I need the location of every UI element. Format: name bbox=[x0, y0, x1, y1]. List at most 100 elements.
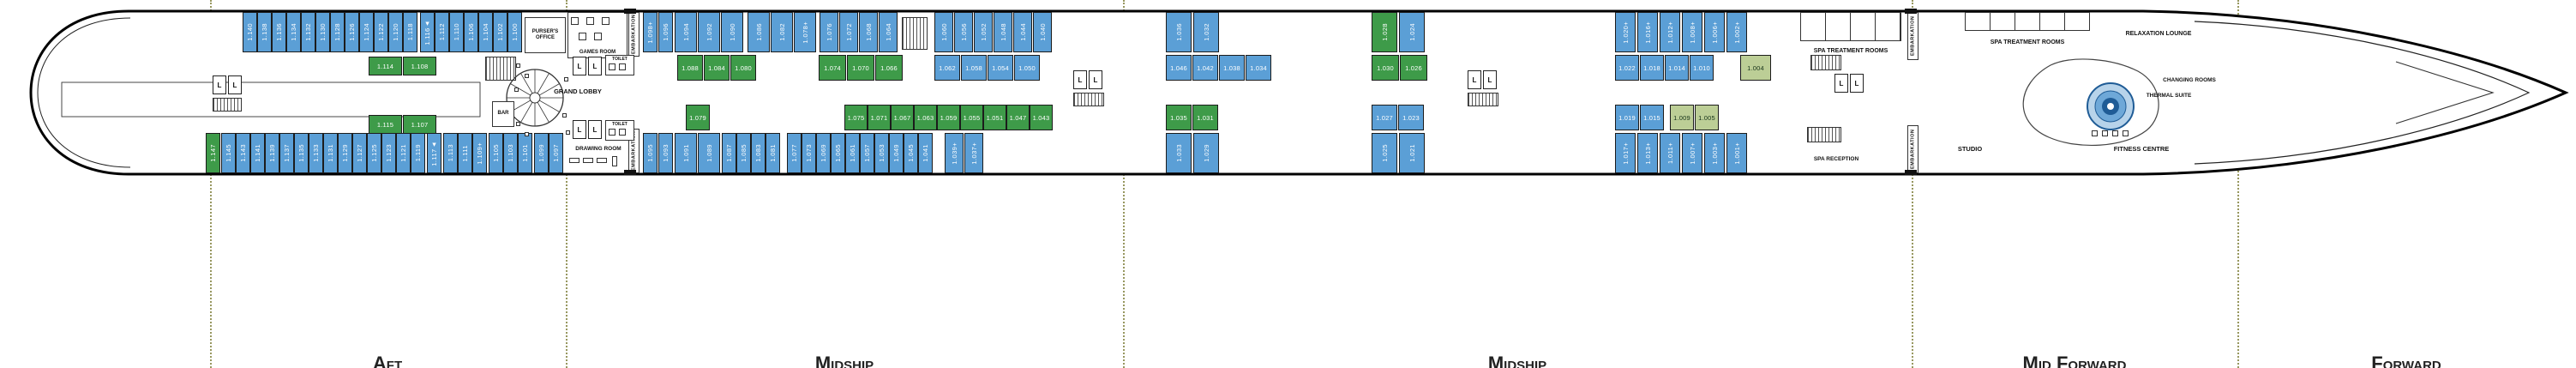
cabin-1.005[interactable]: 1.005 bbox=[1695, 105, 1719, 130]
cabin-1.024[interactable]: 1.024 bbox=[1399, 12, 1425, 52]
cabin-1.086[interactable]: 1.086 bbox=[748, 12, 770, 52]
cabin-1.101[interactable]: 1.101 bbox=[518, 133, 532, 173]
cabin-1.096[interactable]: 1.096 bbox=[658, 12, 673, 52]
cabin-1.013[interactable]: 1.013+ bbox=[1637, 133, 1658, 173]
cabin-1.111[interactable]: 1.111 bbox=[458, 133, 472, 173]
cabin-1.080[interactable]: 1.080 bbox=[730, 55, 756, 81]
cabin-1.110[interactable]: 1.110 bbox=[449, 12, 464, 52]
cabin-1.070[interactable]: 1.070 bbox=[847, 55, 874, 81]
cabin-1.038[interactable]: 1.038 bbox=[1219, 55, 1245, 81]
cabin-1.045[interactable]: 1.045 bbox=[904, 133, 918, 173]
cabin-1.093[interactable]: 1.093 bbox=[658, 133, 673, 173]
cabin-1.084[interactable]: 1.084 bbox=[704, 55, 730, 81]
cabin-1.011[interactable]: 1.011+ bbox=[1660, 133, 1680, 173]
cabin-1.123[interactable]: 1.123 bbox=[381, 133, 396, 173]
cabin-1.095[interactable]: 1.095 bbox=[643, 133, 658, 173]
cabin-1.034[interactable]: 1.034 bbox=[1246, 55, 1271, 81]
cabin-1.047[interactable]: 1.047 bbox=[1006, 105, 1030, 130]
cabin-1.057[interactable]: 1.057 bbox=[860, 133, 874, 173]
cabin-1.090[interactable]: 1.090 bbox=[721, 12, 743, 52]
cabin-1.124[interactable]: 1.124 bbox=[359, 12, 374, 52]
cabin-1.130[interactable]: 1.130 bbox=[315, 12, 330, 52]
cabin-1.132[interactable]: 1.132 bbox=[301, 12, 315, 52]
cabin-1.107[interactable]: 1.107 bbox=[403, 115, 436, 134]
cabin-1.052[interactable]: 1.052 bbox=[974, 12, 993, 52]
cabin-1.004[interactable]: 1.004 bbox=[1740, 55, 1771, 81]
cabin-1.008[interactable]: 1.008+ bbox=[1682, 12, 1702, 52]
cabin-1.140[interactable]: 1.140 bbox=[243, 12, 257, 52]
cabin-1.102[interactable]: 1.102 bbox=[493, 12, 507, 52]
cabin-1.010[interactable]: 1.010 bbox=[1690, 55, 1714, 81]
cabin-1.062[interactable]: 1.062 bbox=[934, 55, 960, 81]
cabin-1.138[interactable]: 1.138 bbox=[257, 12, 272, 52]
cabin-1.098[interactable]: 1.098+ bbox=[643, 12, 658, 52]
cabin-1.109[interactable]: 1.109+ bbox=[472, 133, 487, 173]
cabin-1.012[interactable]: 1.012+ bbox=[1660, 12, 1680, 52]
cabin-1.069[interactable]: 1.069 bbox=[816, 133, 831, 173]
cabin-1.019[interactable]: 1.019 bbox=[1615, 105, 1639, 130]
cabin-1.031[interactable]: 1.031 bbox=[1192, 105, 1218, 130]
cabin-1.125[interactable]: 1.125 bbox=[367, 133, 381, 173]
cabin-1.091[interactable]: 1.091 bbox=[675, 133, 697, 173]
cabin-1.105[interactable]: 1.105 bbox=[489, 133, 503, 173]
cabin-1.035[interactable]: 1.035 bbox=[1166, 105, 1192, 130]
cabin-1.081[interactable]: 1.081 bbox=[766, 133, 780, 173]
cabin-1.114[interactable]: 1.114 bbox=[369, 57, 402, 75]
cabin-1.027[interactable]: 1.027 bbox=[1372, 105, 1397, 130]
cabin-1.113[interactable]: 1.113 bbox=[443, 133, 458, 173]
cabin-1.115[interactable]: 1.115 bbox=[369, 115, 402, 134]
cabin-1.087[interactable]: 1.087 bbox=[722, 133, 736, 173]
cabin-1.078[interactable]: 1.078+ bbox=[794, 12, 816, 52]
cabin-1.134[interactable]: 1.134 bbox=[286, 12, 301, 52]
cabin-1.032[interactable]: 1.032 bbox=[1193, 12, 1219, 52]
cabin-1.122[interactable]: 1.122 bbox=[374, 12, 388, 52]
cabin-1.040[interactable]: 1.040 bbox=[1033, 12, 1052, 52]
cabin-1.063[interactable]: 1.063 bbox=[914, 105, 937, 130]
cabin-1.072[interactable]: 1.072 bbox=[839, 12, 858, 52]
cabin-1.050[interactable]: 1.050 bbox=[1014, 55, 1040, 81]
cabin-1.053[interactable]: 1.053 bbox=[874, 133, 889, 173]
cabin-1.056[interactable]: 1.056 bbox=[954, 12, 973, 52]
cabin-1.054[interactable]: 1.054 bbox=[988, 55, 1013, 81]
cabin-1.068[interactable]: 1.068 bbox=[859, 12, 878, 52]
cabin-1.003[interactable]: 1.003+ bbox=[1704, 133, 1725, 173]
cabin-1.077[interactable]: 1.077 bbox=[787, 133, 802, 173]
cabin-1.112[interactable]: 1.112 bbox=[435, 12, 449, 52]
cabin-1.094[interactable]: 1.094 bbox=[675, 12, 697, 52]
cabin-1.119[interactable]: 1.119 bbox=[411, 133, 425, 173]
cabin-1.083[interactable]: 1.083 bbox=[751, 133, 766, 173]
cabin-1.099[interactable]: 1.099 bbox=[534, 133, 549, 173]
cabin-1.007[interactable]: 1.007+ bbox=[1682, 133, 1702, 173]
cabin-1.015[interactable]: 1.015 bbox=[1640, 105, 1664, 130]
cabin-1.116[interactable]: 1.116▲ bbox=[420, 12, 435, 52]
cabin-1.046[interactable]: 1.046 bbox=[1166, 55, 1192, 81]
cabin-1.049[interactable]: 1.049 bbox=[889, 133, 904, 173]
cabin-1.128[interactable]: 1.128 bbox=[330, 12, 345, 52]
cabin-1.133[interactable]: 1.133 bbox=[309, 133, 323, 173]
cabin-1.016[interactable]: 1.016+ bbox=[1637, 12, 1658, 52]
cabin-1.020[interactable]: 1.020+ bbox=[1615, 12, 1636, 52]
cabin-1.018[interactable]: 1.018 bbox=[1640, 55, 1664, 81]
cabin-1.044[interactable]: 1.044 bbox=[1013, 12, 1032, 52]
cabin-1.141[interactable]: 1.141 bbox=[250, 133, 265, 173]
cabin-1.145[interactable]: 1.145 bbox=[221, 133, 236, 173]
cabin-1.039[interactable]: 1.039+ bbox=[945, 133, 964, 173]
cabin-1.067[interactable]: 1.067 bbox=[891, 105, 914, 130]
cabin-1.088[interactable]: 1.088 bbox=[677, 55, 703, 81]
cabin-1.059[interactable]: 1.059 bbox=[937, 105, 960, 130]
cabin-1.076[interactable]: 1.076 bbox=[820, 12, 838, 52]
cabin-1.026[interactable]: 1.026 bbox=[1400, 55, 1427, 81]
cabin-1.055[interactable]: 1.055 bbox=[960, 105, 983, 130]
cabin-1.074[interactable]: 1.074 bbox=[819, 55, 846, 81]
cabin-1.120[interactable]: 1.120 bbox=[388, 12, 403, 52]
cabin-1.060[interactable]: 1.060 bbox=[934, 12, 953, 52]
cabin-1.137[interactable]: 1.137 bbox=[279, 133, 294, 173]
cabin-1.085[interactable]: 1.085 bbox=[736, 133, 751, 173]
cabin-1.092[interactable]: 1.092 bbox=[698, 12, 720, 52]
cabin-1.017[interactable]: 1.017+ bbox=[1615, 133, 1636, 173]
cabin-1.073[interactable]: 1.073 bbox=[802, 133, 816, 173]
cabin-1.028[interactable]: 1.028 bbox=[1372, 12, 1397, 52]
cabin-1.043[interactable]: 1.043 bbox=[1030, 105, 1053, 130]
cabin-1.139[interactable]: 1.139 bbox=[265, 133, 279, 173]
cabin-1.129[interactable]: 1.129 bbox=[338, 133, 352, 173]
